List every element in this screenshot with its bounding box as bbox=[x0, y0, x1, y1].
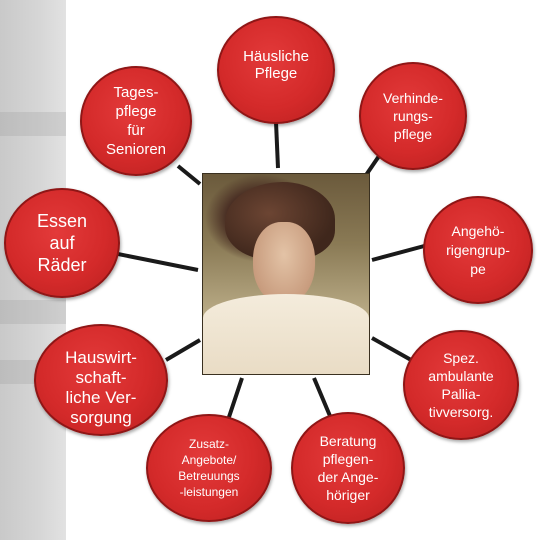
sidebar-shade bbox=[0, 112, 66, 136]
connector-line bbox=[107, 250, 199, 272]
node-label: Hauswirt- schaft- liche Ver- sorgung bbox=[65, 348, 137, 427]
connector-line bbox=[164, 338, 202, 362]
node-label: Essen auf Räder bbox=[36, 211, 88, 275]
connector-line bbox=[226, 377, 244, 421]
center-photo-woman bbox=[203, 174, 369, 374]
node-label: Tages- pflege für Senioren bbox=[105, 84, 167, 158]
connector-line bbox=[371, 243, 429, 262]
node-label: Häusliche Pflege bbox=[243, 48, 309, 82]
node-hauswirtschaft: Hauswirt- schaft- liche Ver- sorgung bbox=[34, 324, 168, 436]
node-label: Zusatz- Angebote/ Betreuungs -leistungen bbox=[178, 437, 240, 499]
node-beratung: Beratung pflegen- der Ange- höriger bbox=[291, 412, 405, 524]
node-label: Spez. ambulante Pallia- tivversorg. bbox=[428, 350, 494, 420]
photo-shirt bbox=[203, 294, 369, 374]
sidebar-shade bbox=[0, 300, 66, 324]
connector-line bbox=[274, 121, 280, 169]
node-zusatzangebote: Zusatz- Angebote/ Betreuungs -leistungen bbox=[146, 414, 272, 522]
connector-line bbox=[312, 377, 332, 417]
node-label: Verhinde- rungs- pflege bbox=[383, 90, 443, 142]
node-angehoerigengruppe: Angehö- rigengrup- pe bbox=[423, 196, 533, 304]
connector-line bbox=[176, 164, 202, 186]
node-tagespflege: Tages- pflege für Senioren bbox=[80, 66, 192, 176]
node-label: Beratung pflegen- der Ange- höriger bbox=[317, 433, 379, 503]
node-label: Angehö- rigengrup- pe bbox=[446, 222, 510, 277]
photo-face bbox=[253, 222, 315, 304]
node-palliativversorgung: Spez. ambulante Pallia- tivversorg. bbox=[403, 330, 519, 440]
node-haeusliche-pflege: Häusliche Pflege bbox=[217, 16, 335, 124]
node-essen-auf-raedern: Essen auf Räder bbox=[4, 188, 120, 298]
node-verhinderungspflege: Verhinde- rungs- pflege bbox=[359, 62, 467, 170]
